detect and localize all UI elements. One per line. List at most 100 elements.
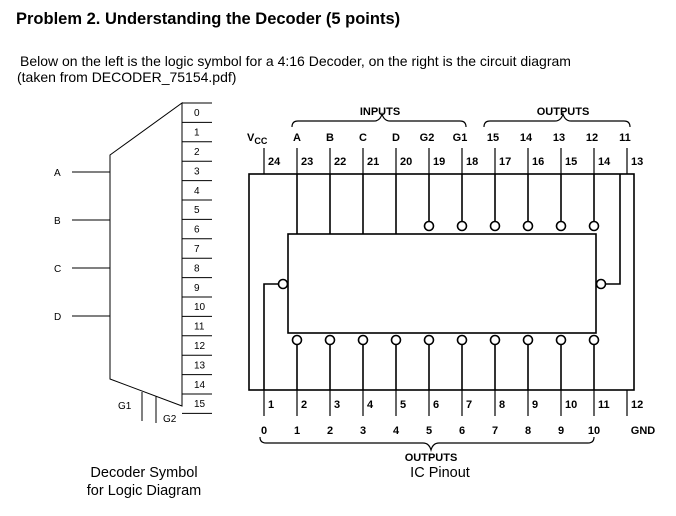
bottom-signal-label: 6: [459, 425, 465, 437]
bottom-pin-number: 5: [400, 399, 406, 411]
pin13-route: [606, 174, 621, 285]
bottom-signal-label: 8: [525, 425, 531, 437]
bottom-pin-number: 4: [367, 399, 374, 411]
symbol-output-label: 2: [194, 147, 200, 158]
symbol-output-label: 0: [194, 108, 200, 119]
bottom-pin-bubble: [522, 334, 534, 346]
top-signal-label: 14: [520, 132, 533, 144]
pin1-route: [263, 283, 278, 390]
bottom-pin-number: 7: [466, 399, 472, 411]
symbol-output-label: 5: [194, 205, 200, 216]
bottom-pin-number: 10: [565, 399, 577, 411]
symbol-output-label: 14: [194, 380, 206, 391]
symbol-output-label: 13: [194, 360, 206, 371]
problem-description-line2: (taken from DECODER_75154.pdf): [17, 69, 237, 85]
symbol-caption: Decoder Symbol for Logic Diagram: [56, 464, 232, 500]
ic-caption: IC Pinout: [410, 465, 470, 481]
top-pin-number: 24: [268, 156, 281, 168]
symbol-output-label: 9: [194, 283, 200, 294]
top-signal-label: G2: [420, 132, 435, 144]
symbol-output-label: 8: [194, 263, 200, 274]
symbol-output-label: 1: [194, 128, 200, 139]
outputs-bottom-brace: [259, 436, 595, 453]
top-pin-bubble: [588, 220, 600, 232]
top-signal-label: 11: [619, 132, 631, 144]
top-pin-number: 18: [466, 156, 478, 168]
top-signal-label: D: [392, 132, 400, 144]
top-pin-number: 23: [301, 156, 313, 168]
top-pin-number: 21: [367, 156, 379, 168]
pin1-inverter-bubble: [277, 278, 289, 290]
top-signal-label: 12: [586, 132, 598, 144]
bottom-pin-number: 8: [499, 399, 505, 411]
bottom-pin-number: 3: [334, 399, 340, 411]
bottom-pin-number: 1: [268, 399, 274, 411]
bottom-pin-number: 11: [598, 399, 610, 411]
top-pin-number: 13: [631, 156, 643, 168]
symbol-output-label: 10: [194, 302, 206, 313]
bottom-pin-bubble: [423, 334, 435, 346]
bottom-signal-label: 9: [558, 425, 564, 437]
outputs-top-header: OUTPUTS: [537, 106, 590, 118]
top-signal-label: B: [326, 132, 334, 144]
symbol-output-label: 15: [194, 399, 206, 410]
bottom-pin-bubble: [588, 334, 600, 346]
top-pin-number: 22: [334, 156, 346, 168]
symbol-input-lines: [72, 171, 110, 317]
ic-outer-outline: [248, 173, 635, 391]
symbol-input-label: D: [54, 312, 61, 323]
bottom-signal-label: 7: [492, 425, 498, 437]
top-pin-number: 15: [565, 156, 577, 168]
symbol-g2-label: G2: [163, 414, 177, 425]
bottom-signal-label: 10: [588, 425, 600, 437]
problem-description-line1: Below on the left is the logic symbol fo…: [20, 53, 571, 69]
symbol-input-label: C: [54, 264, 61, 275]
top-pin-number: 17: [499, 156, 511, 168]
bottom-signal-label: 1: [294, 425, 300, 437]
symbol-output-label: 4: [194, 186, 200, 197]
inputs-header: INPUTS: [360, 106, 400, 118]
bottom-pin-bubble: [357, 334, 369, 346]
bottom-pin-number: 2: [301, 399, 307, 411]
bottom-pin-bubble: [489, 334, 501, 346]
outputs-top-brace: [483, 111, 631, 128]
bottom-signal-label: 2: [327, 425, 333, 437]
top-pin-bubble: [555, 220, 567, 232]
ic-top-pin-leads: [263, 148, 628, 234]
top-signal-label: G1: [453, 132, 468, 144]
ic-bottom-pin-leads: [263, 334, 628, 416]
bottom-signal-label: GND: [631, 425, 656, 437]
symbol-caption-line2: for Logic Diagram: [86, 483, 202, 499]
symbol-input-labels: A B C D: [54, 168, 61, 323]
bottom-signal-label: 5: [426, 425, 432, 437]
top-signal-label: 15: [487, 132, 499, 144]
bottom-pin-bubble: [324, 334, 336, 346]
vcc-label: VCC: [247, 132, 268, 146]
top-pin-bubble: [489, 220, 501, 232]
symbol-input-label: A: [54, 168, 61, 179]
bottom-pin-bubble: [390, 334, 402, 346]
bottom-signal-label: 0: [261, 425, 267, 437]
symbol-input-label: B: [54, 216, 61, 227]
bottom-pin-number: 12: [631, 399, 643, 411]
problem-title: Problem 2. Understanding the Decoder (5 …: [16, 10, 401, 28]
top-pin-number: 16: [532, 156, 544, 168]
bottom-signal-label: 3: [360, 425, 366, 437]
top-pin-number: 14: [598, 156, 611, 168]
symbol-output-label: 6: [194, 225, 200, 236]
ic-pinout: [248, 111, 635, 453]
top-pin-bubble: [423, 220, 435, 232]
symbol-output-label: 3: [194, 166, 200, 177]
bottom-pin-number: 6: [433, 399, 439, 411]
symbol-caption-line1: Decoder Symbol: [90, 465, 198, 481]
top-pin-number: 20: [400, 156, 412, 168]
bottom-pin-bubble: [456, 334, 468, 346]
symbol-g1-label: G1: [118, 401, 132, 412]
top-signal-label: 13: [553, 132, 565, 144]
bottom-pin-bubble: [291, 334, 303, 346]
inputs-brace: [291, 111, 467, 128]
top-pin-number: 19: [433, 156, 445, 168]
